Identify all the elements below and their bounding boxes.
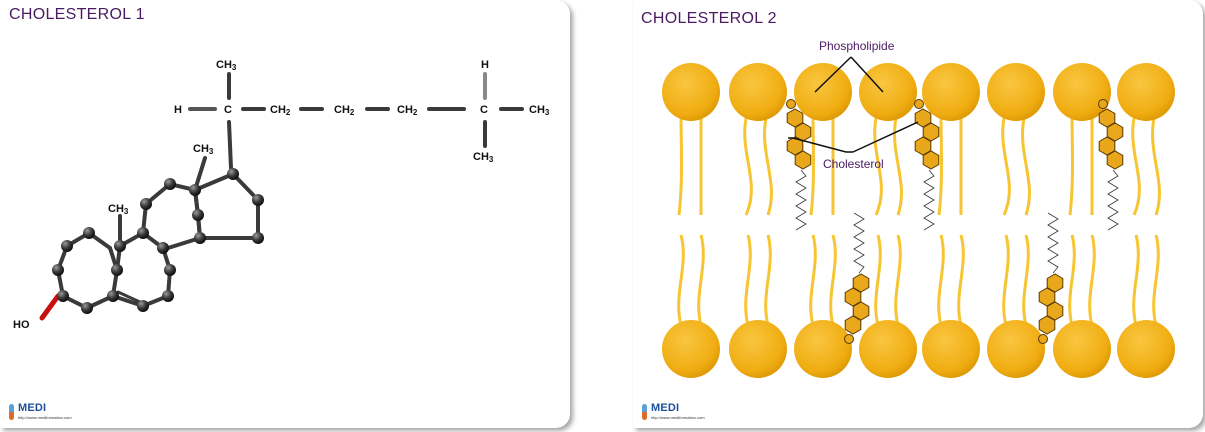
label-ch2-c: CH2 — [397, 104, 418, 117]
slide-title: CHOLESTEROL 2 — [641, 10, 777, 27]
phospholipid-head — [662, 320, 720, 378]
phospholipid-head — [662, 63, 720, 121]
logo-url: http://www.mediformation.com — [18, 415, 72, 420]
tail — [1088, 234, 1096, 326]
carbon-atoms — [52, 168, 264, 314]
phospholipid-head — [729, 320, 787, 378]
cholesterol-molecule — [844, 212, 870, 344]
phospholipid-head — [987, 320, 1045, 378]
phospholipid-head — [794, 63, 852, 121]
label-h-left: H — [174, 104, 182, 116]
side-chain-bonds — [188, 72, 524, 170]
phospholipid-head — [794, 320, 852, 378]
membrane-diagram: Phospholipide Cholesterol — [662, 39, 1175, 378]
phospholipid-head — [1117, 320, 1175, 378]
cholesterol-molecule — [1038, 212, 1064, 344]
tail — [764, 234, 772, 326]
tail — [1068, 234, 1076, 326]
phospholipid-head — [922, 320, 980, 378]
tail — [1068, 109, 1074, 216]
label-ch3-ring-d: CH3 — [193, 143, 214, 156]
label-h-top: H — [481, 59, 489, 71]
logo-brand: MEDI — [18, 402, 47, 414]
label-ch3-below: CH3 — [473, 151, 494, 164]
slide-cholesterol-1: CHOLESTEROL 1 — [0, 0, 570, 428]
tail — [1152, 234, 1160, 326]
tail — [809, 234, 817, 326]
tail — [697, 234, 705, 326]
label-ch3-top: CH3 — [216, 59, 237, 72]
phospholipid-head — [729, 63, 787, 121]
cholesterol-structure-diagram: CH3 H C CH2 CH2 CH2 C CH3 H CH3 CH3 CH3 … — [13, 59, 550, 331]
tail — [937, 109, 943, 216]
label-cholesterol: Cholesterol — [823, 157, 884, 171]
tail — [677, 234, 685, 326]
tail — [874, 234, 882, 326]
tail — [677, 109, 683, 216]
slide-cholesterol-2: CHOLESTEROL 2 Phospholipide Cholesterol … — [633, 0, 1203, 428]
label-ho: HO — [13, 319, 30, 331]
phospholipid-head — [987, 63, 1045, 121]
tail — [763, 109, 773, 216]
tail — [937, 234, 945, 326]
cholesterol-molecule — [1098, 99, 1124, 231]
tail — [744, 234, 752, 326]
tail — [1151, 109, 1161, 216]
slide-title: CHOLESTEROL 1 — [9, 6, 145, 23]
label-ch3-ring-a: CH3 — [108, 203, 129, 216]
tail — [873, 109, 883, 216]
cholesterol-molecule — [786, 99, 812, 231]
tail — [1131, 109, 1141, 216]
tail — [894, 234, 902, 326]
label-c-right: C — [480, 104, 488, 116]
phospholipid-head — [859, 320, 917, 378]
logo-brand: MEDI — [651, 402, 680, 414]
phospholipid-head — [1053, 63, 1111, 121]
tail — [957, 234, 965, 326]
pill-icon — [9, 404, 14, 420]
tail — [1132, 234, 1140, 326]
phospholipid-head — [922, 63, 980, 121]
hydroxyl-bond — [39, 293, 61, 321]
phospholipid-head — [1053, 320, 1111, 378]
cholesterol-molecule — [914, 99, 940, 231]
label-c-left: C — [224, 104, 232, 116]
label-ch2-a: CH2 — [270, 104, 291, 117]
logo-url: http://www.mediformation.com — [651, 415, 705, 420]
phospholipid-head — [859, 63, 917, 121]
tail — [893, 109, 903, 216]
label-phospholipide: Phospholipide — [819, 39, 895, 53]
pill-icon — [642, 404, 647, 420]
label-ch3-right: CH3 — [529, 104, 550, 117]
tail — [1002, 234, 1010, 326]
tail — [809, 109, 815, 216]
tail — [1022, 234, 1030, 326]
tail — [1001, 109, 1011, 216]
label-ch2-b: CH2 — [334, 104, 355, 117]
tail — [743, 109, 753, 216]
tail — [1021, 109, 1031, 216]
tail — [829, 234, 837, 326]
phospholipid-head — [1117, 63, 1175, 121]
